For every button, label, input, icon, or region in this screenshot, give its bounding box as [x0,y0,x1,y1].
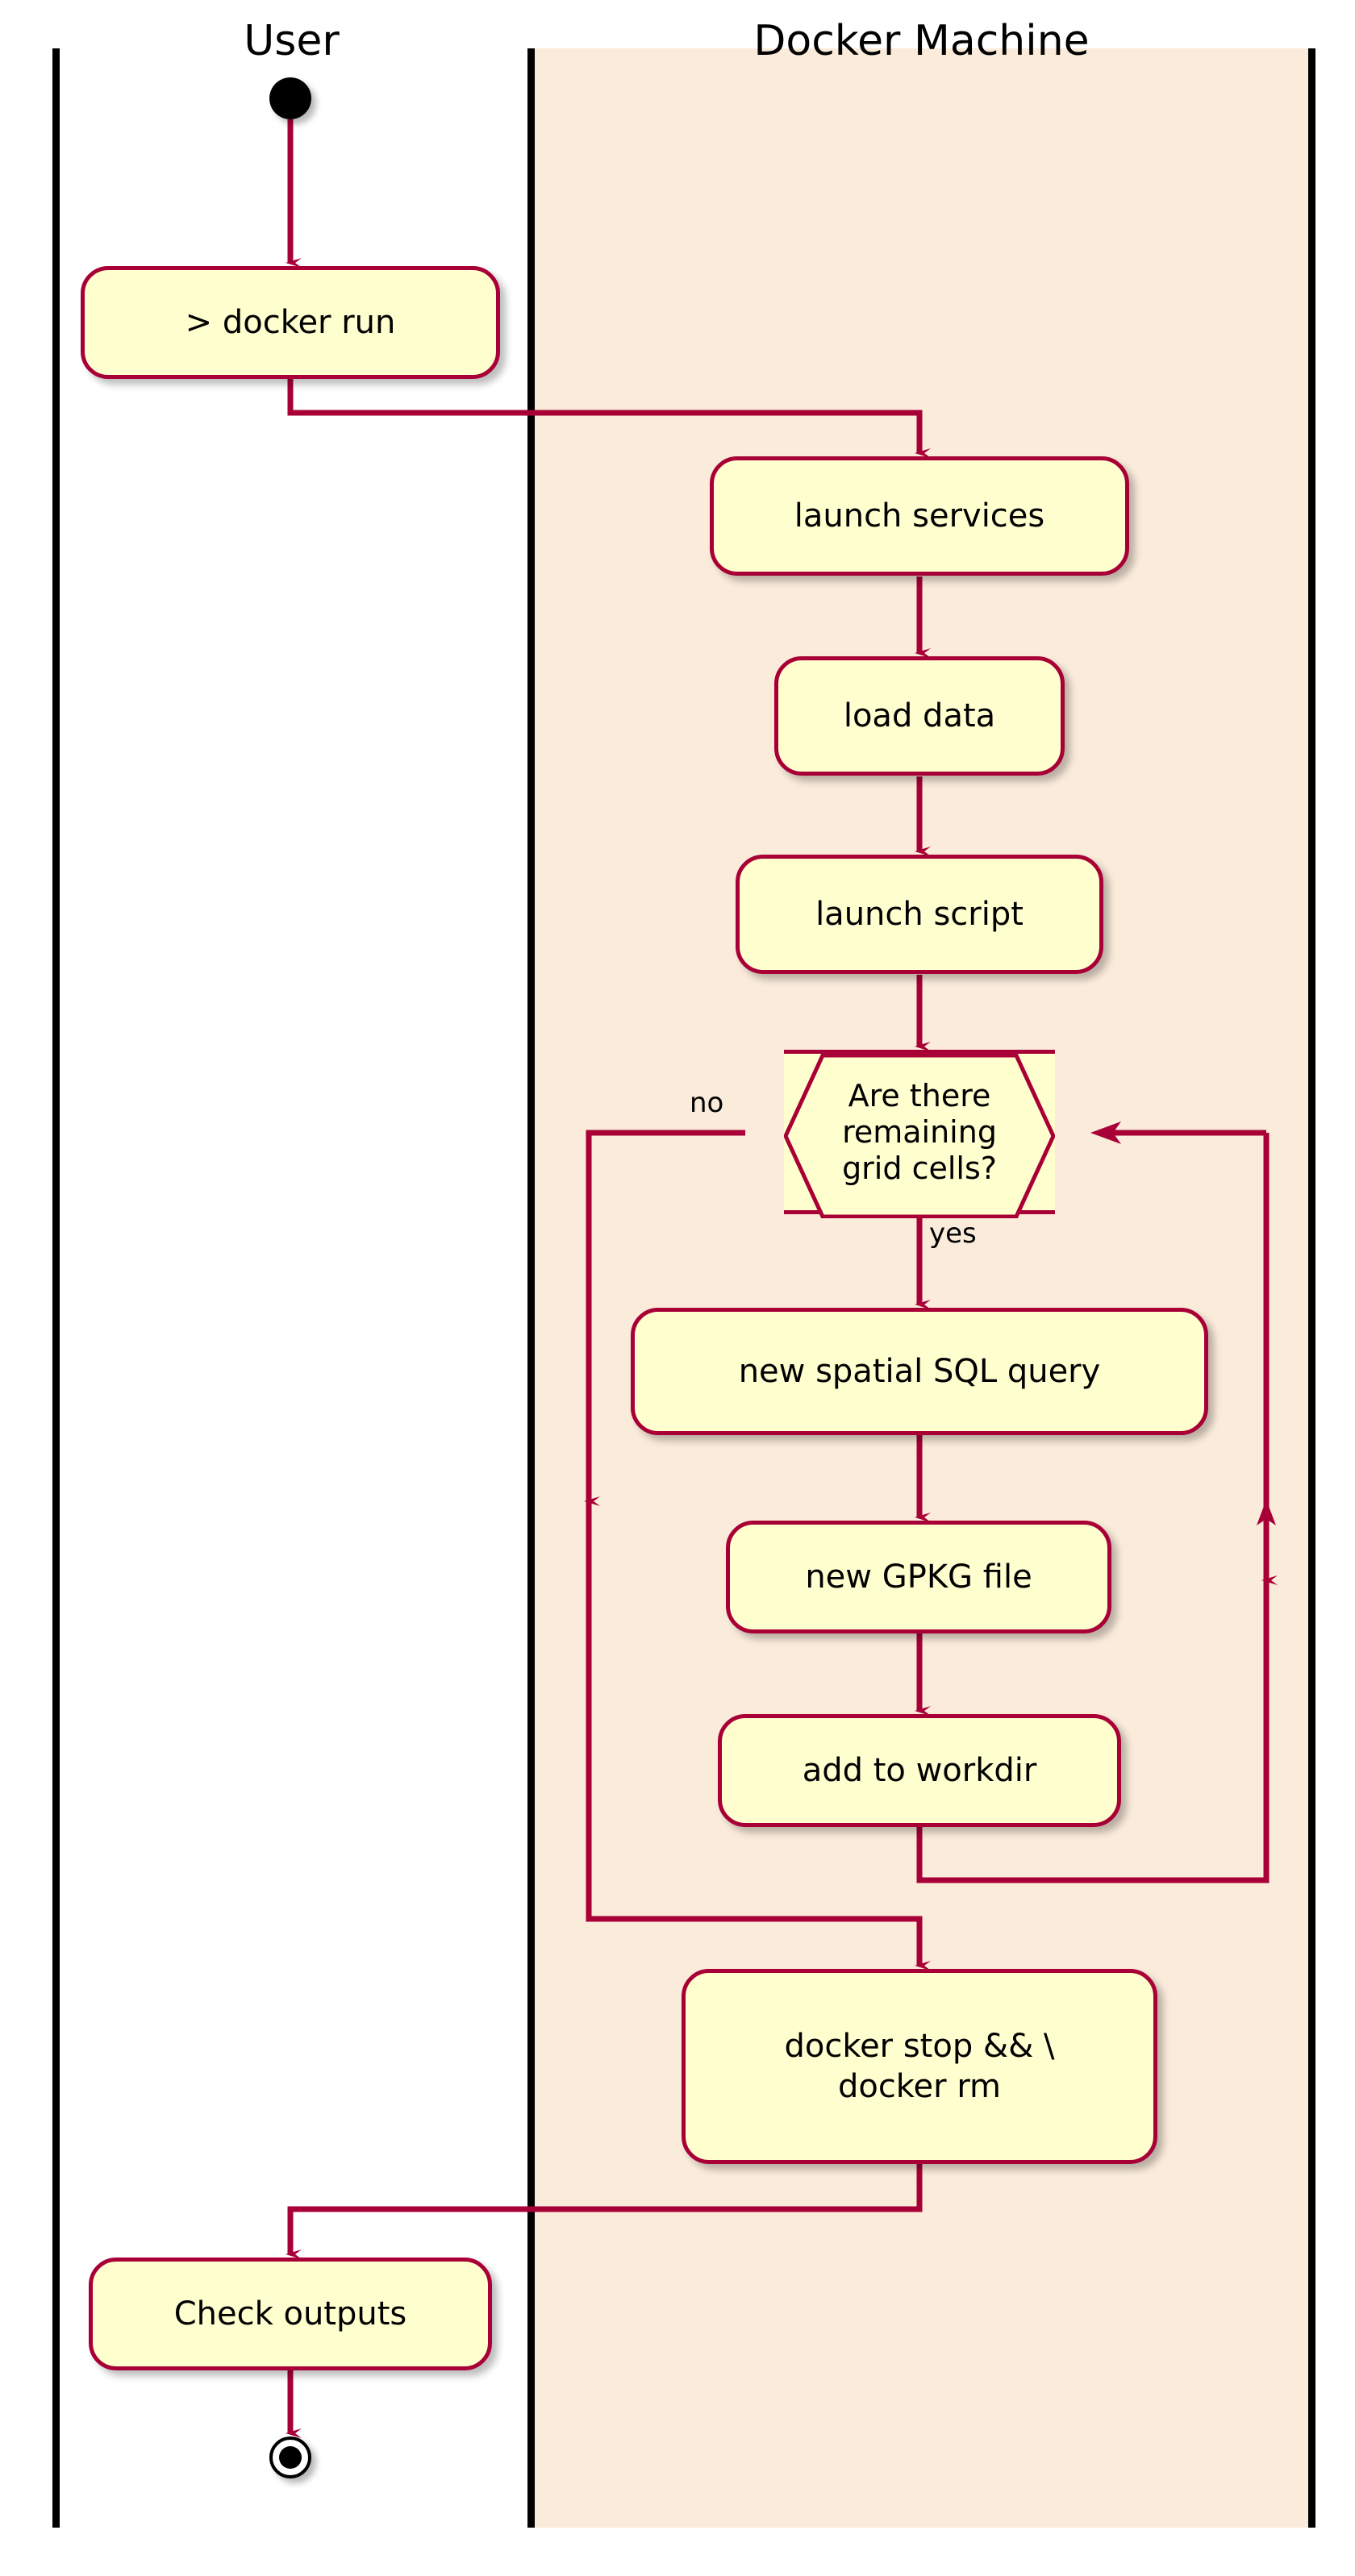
activity-launch-services[interactable]: launch services [710,456,1129,576]
activity-launch-script[interactable]: launch script [736,855,1103,974]
activity-docker-stop-rm[interactable]: docker stop && \ docker rm [682,1969,1157,2164]
activity-check-outputs[interactable]: Check outputs [89,2258,492,2370]
swimlane-title-user: User [244,17,340,65]
decision-remaining-grid-cells[interactable]: Are there remaining grid cells? [784,1050,1055,1218]
activity-load-data[interactable]: load data [774,656,1065,776]
swimlane-divider-left [52,48,60,2528]
edge-label-yes: yes [929,1217,977,1250]
decision-label: Are there remaining grid cells? [842,1077,997,1186]
swimlane-user-background [56,48,527,2528]
start-node [269,77,311,119]
activity-new-spatial-sql-query[interactable]: new spatial SQL query [631,1308,1208,1435]
end-node [269,2437,311,2478]
swimlane-title-docker: Docker Machine [753,17,1090,65]
decision-hexagon-shape [784,1054,1055,1218]
activity-new-gpkg-file[interactable]: new GPKG file [726,1521,1111,1633]
activity-add-to-workdir[interactable]: add to workdir [718,1714,1121,1827]
swimlane-divider-middle [527,48,535,2528]
swimlane-divider-right [1308,48,1315,2528]
edge-label-no: no [690,1087,724,1119]
activity-docker-run[interactable]: > docker run [81,266,500,379]
end-node-inner-dot [279,2446,302,2469]
